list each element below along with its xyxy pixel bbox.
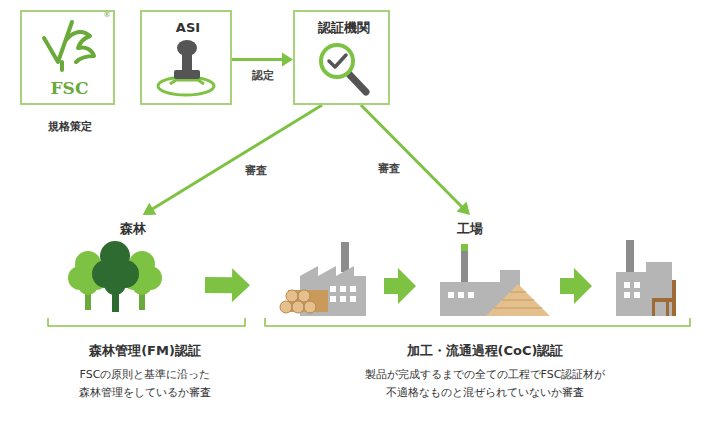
arrowhead [232,268,250,302]
connector-line [205,277,233,293]
area-title: 工場 [250,221,690,237]
fsc-logo [44,22,94,70]
connector [205,268,250,302]
certification-title: 加工・流通過程(CoC)認証 [335,340,635,361]
bracket [265,318,690,326]
factory-logs [280,242,366,316]
magnifier-icon [321,45,366,92]
arrowhead [143,203,157,215]
stamp-icon [158,40,214,95]
arrowhead [457,202,470,215]
connector [143,105,322,215]
registered-mark: ® [101,12,113,19]
box-title: 認証機関 [295,20,392,36]
connector-line [232,58,283,61]
edge-label: 認定 [250,68,276,83]
forest-area: 森林 [60,215,205,315]
flow-arrow [560,268,592,304]
standard-body-box: FSC規格策定 [20,10,115,105]
factory-chair [616,240,676,316]
certification-description: 製品が完成するまでの全ての工程でFSC認証材が不適格なものと混ぜられていないか審… [360,366,610,402]
factory-area: 工場 [250,215,690,320]
connector-line [152,105,322,209]
edge-label: 審査 [376,161,402,176]
certification-body-box: 認証機関 [293,10,390,105]
area-title: 森林 [60,221,205,237]
connector-line [361,105,462,207]
connector [361,105,470,215]
factory-planks [440,244,550,316]
arrowhead [282,52,293,66]
edge-label: 審査 [243,163,269,178]
certification-title: 森林管理(FM)認証 [45,340,245,361]
node-caption: 規格策定 [22,120,117,133]
certification-description: FSCの原則と基準に沿った森林管理をしているか審査 [76,366,214,402]
flow-arrow [384,268,416,304]
connector [232,52,293,66]
logo-text: FSC [22,78,117,98]
bracket [48,318,245,326]
box-title: ASI [142,20,234,36]
forest-illustration [68,241,162,312]
accreditation-box: ASI [140,10,232,105]
